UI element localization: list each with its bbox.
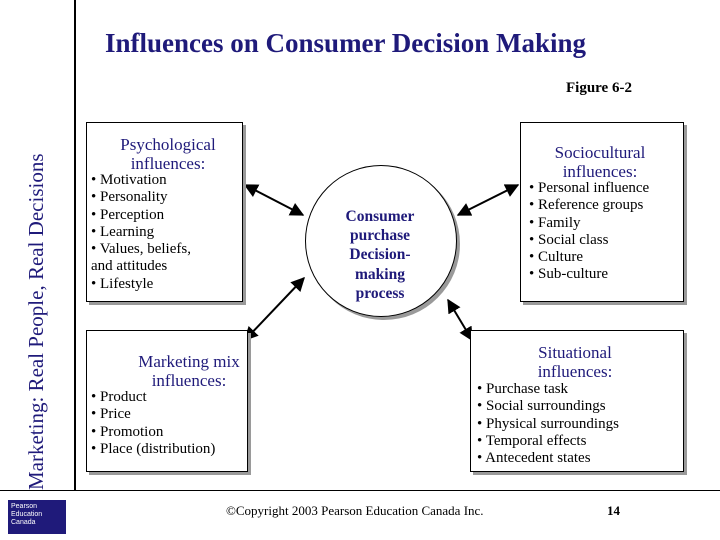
psychological-heading-line-1: Psychological [120,135,216,154]
slide-title-part-1: Influences on [105,28,259,58]
center-line: process [355,284,405,302]
list-item: • Social surroundings [477,398,606,415]
list-item: • Social class [529,231,609,248]
situational-box [470,330,684,472]
list-item: • Place (distribution) [91,440,216,457]
sociocultural-heading-line-1: Sociocultural [554,143,646,162]
page-number: 14 [607,503,620,518]
footer-divider [0,490,720,491]
list-item: • Promotion [91,423,164,440]
center-line: Decision- [349,246,411,264]
arrow-sociocultural [456,184,520,216]
marketing-mix-heading-line-1: Marketing mix [138,352,240,371]
center-line: purchase [349,227,410,245]
marketing-mix-heading: Marketing mix influences: [108,352,270,390]
center-line: making [355,265,405,283]
logo-line: Pearson [11,503,38,510]
decision-process-label: Consumer purchase Decision- making proce… [322,207,438,303]
list-item: • Personality [91,189,168,206]
marketing-mix-box [86,330,248,472]
center-line: Consumer [345,208,415,225]
list-item: • Sub-culture [529,266,608,283]
side-divider [74,0,76,490]
situational-list: • Purchase task • Social surroundings • … [477,381,619,467]
list-item: • Purchase task [477,381,569,397]
psychological-box [86,122,243,302]
list-item: • Product [91,389,147,405]
list-item: • Antecedent states [477,450,591,467]
list-item: • Values, beliefs, [91,241,191,258]
list-item: • Learning [91,223,155,240]
situational-heading-line-1: Situational [538,343,612,362]
sociocultural-heading-line-2: influences: [562,162,638,181]
arrow-psychological [243,184,305,216]
copyright-notice: ©Copyright 2003 Pearson Education Canada… [226,503,484,518]
psychological-heading: Psychological influences: [88,135,248,173]
psychological-list: • Motivation • Personality • Perception … [91,172,191,293]
situational-heading-line-2: influences: [537,362,613,381]
list-item: • Perception [91,206,165,223]
slide-title: Influences on Consumer Decision Making [105,28,586,59]
slide-title-part-2: Consumer Decision Making [265,28,587,58]
decision-process-circle [305,165,457,317]
sociocultural-box [520,122,684,302]
list-item: • Reference groups [529,197,644,214]
list-item: • Personal influence [529,180,650,196]
arrow-situational [447,298,473,342]
list-item: and attitudes [91,258,168,275]
situational-heading: Situational influences: [500,343,650,381]
sociocultural-list: • Personal influence • Reference groups … [529,180,649,284]
publisher-logo: Pearson Education Canada [8,500,66,534]
list-item: • Lifestyle [91,275,154,292]
list-item: • Motivation [91,172,167,188]
logo-line: Education [11,511,43,518]
figure-label: Figure 6-2 [566,80,632,96]
logo-line: Canada [11,519,36,526]
sociocultural-heading: Sociocultural influences: [520,143,680,181]
list-item: • Physical surroundings [477,415,619,432]
marketing-mix-list: • Product • Price • Promotion • Place (d… [91,389,215,458]
list-item: • Culture [529,249,583,266]
marketing-mix-heading-line-2: influences: [151,371,227,390]
list-item: • Family [529,214,581,231]
list-item: • Temporal effects [477,432,587,449]
psychological-heading-line-2: influences: [130,154,206,173]
list-item: • Price [91,406,131,423]
arrow-marketing-mix [244,276,305,342]
